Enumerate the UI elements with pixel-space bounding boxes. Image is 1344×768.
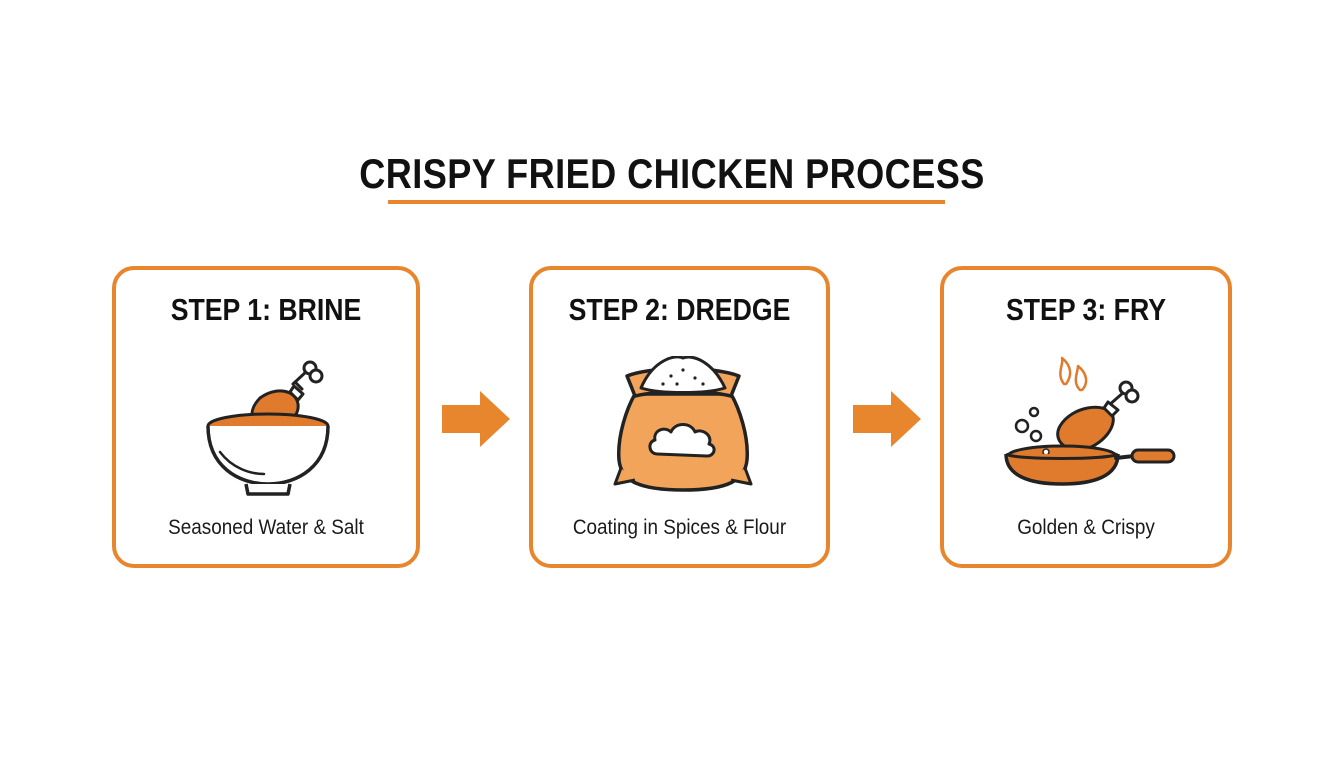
step-title: STEP 3: FRY	[1005, 292, 1166, 327]
title-underline	[388, 200, 945, 204]
arrow-right-icon	[442, 391, 510, 447]
step-description: Seasoned Water & Salt	[168, 516, 364, 539]
diagram-title: CRISPY FRIED CHICKEN PROCESS	[359, 150, 985, 197]
step-title: STEP 2: DREDGE	[568, 292, 791, 327]
arrow-right-icon	[853, 391, 921, 447]
step-title: STEP 1: BRINE	[170, 292, 362, 327]
step-card-fry: STEP 3: FRY	[940, 266, 1232, 568]
chicken-in-frying-pan-icon	[1004, 356, 1176, 486]
step-card-brine: STEP 1: BRINE Seasoned Water & Salt	[112, 266, 420, 568]
step-description: Coating in Spices & Flour	[572, 516, 787, 539]
step-description: Golden & Crispy	[1017, 516, 1155, 539]
step-card-dredge: STEP 2: DREDGE Coating in Spices & Flour	[529, 266, 830, 568]
flour-sack-icon	[613, 356, 753, 492]
chicken-leg-in-bowl-icon	[206, 360, 330, 496]
